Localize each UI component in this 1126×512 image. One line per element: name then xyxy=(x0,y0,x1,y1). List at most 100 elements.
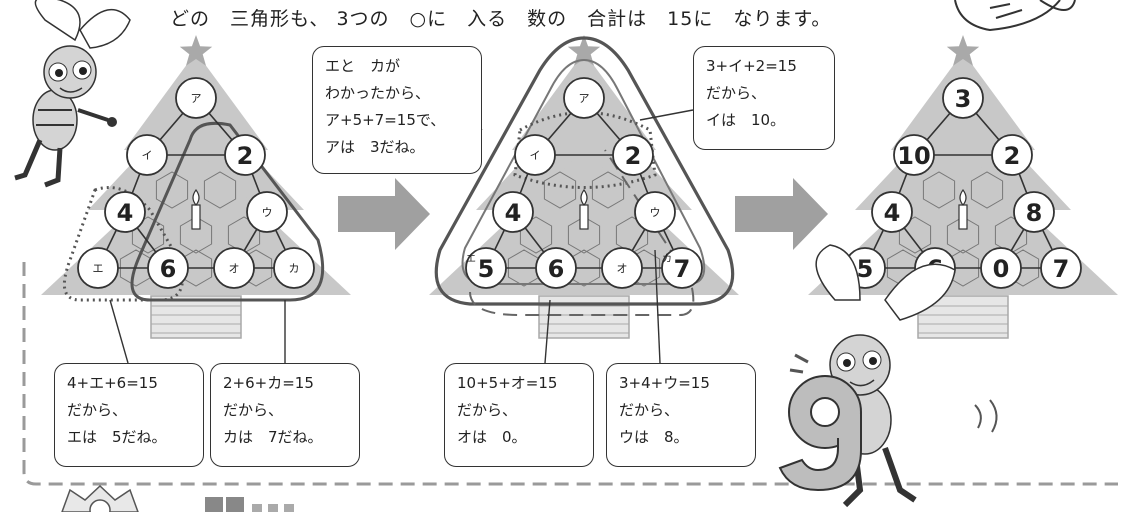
node-value: イ xyxy=(142,149,153,162)
callout-line: 10+5+オ=15 xyxy=(457,374,558,392)
puzzle-node: 3 xyxy=(942,77,984,119)
callout-pointer xyxy=(639,109,694,121)
puzzle-node: イ xyxy=(126,134,168,176)
node-value: ア xyxy=(191,92,202,105)
tree-pot xyxy=(150,295,242,339)
callout-bottom-3: 10+5+オ=15 だから、 オは 0。 xyxy=(444,363,594,467)
node-value: ウ xyxy=(650,206,661,219)
callout-line: 2+6+カ=15 xyxy=(223,374,314,392)
callout-line: だから、 xyxy=(706,84,767,102)
node-value: 10 xyxy=(897,142,930,170)
node-value: 2 xyxy=(237,142,254,170)
callout-line: イは 10。 xyxy=(706,111,786,129)
node-value: ウ xyxy=(262,206,273,219)
node-tag: エ xyxy=(466,254,476,265)
puzzle-node: ウ xyxy=(246,191,288,233)
puzzle-node: 8 xyxy=(1013,191,1055,233)
puzzle-node: 7 xyxy=(1040,247,1082,289)
callout-line: アは 3だね。 xyxy=(325,138,425,156)
callout-pointer xyxy=(654,249,661,364)
node-value: 3 xyxy=(955,85,972,113)
callout-line: ア+5+7=15で、 xyxy=(325,111,446,129)
callout-top-right: 3+イ+2=15 だから、 イは 10。 xyxy=(693,46,835,150)
puzzle-node: 2 xyxy=(612,134,654,176)
callout-top-left: エと カが わかったから、 ア+5+7=15で、 アは 3だね。 xyxy=(312,46,482,174)
instruction-text: どの 三角形も、 3つの ○に 入る 数の 合計は 15に なります。 xyxy=(170,8,832,30)
callout-line: 3+4+ウ=15 xyxy=(619,374,710,392)
node-value: 5 xyxy=(478,255,495,283)
callout-line: オは 0。 xyxy=(457,428,527,446)
node-value: 8 xyxy=(1026,199,1043,227)
node-value: 6 xyxy=(160,255,177,283)
puzzle-node: 7カ xyxy=(661,247,703,289)
node-value: 4 xyxy=(505,199,522,227)
christmas-tree xyxy=(808,35,1118,339)
callout-pointer xyxy=(109,299,129,364)
puzzle-node: 0 xyxy=(980,247,1022,289)
bee-tail-icon xyxy=(954,0,1076,32)
puzzle-node: 4 xyxy=(104,191,146,233)
candle-icon xyxy=(191,188,201,230)
callout-line: だから、 xyxy=(223,401,284,419)
callout-line: だから、 xyxy=(67,401,128,419)
node-value: 7 xyxy=(674,255,691,283)
puzzle-node: 6 xyxy=(535,247,577,289)
arrow-right-icon xyxy=(338,178,430,250)
callout-line: エと カが xyxy=(325,57,401,75)
callout-line: エは 5だね。 xyxy=(67,428,167,446)
node-value: オ xyxy=(229,262,240,275)
puzzle-node: 4 xyxy=(492,191,534,233)
callout-bottom-4: 3+4+ウ=15 だから、 ウは 8。 xyxy=(606,363,756,467)
puzzle-node: ア xyxy=(563,77,605,119)
highlight-triangle xyxy=(130,121,325,302)
callout-line: ウは 8。 xyxy=(619,428,689,446)
highlight-triangle xyxy=(513,111,657,189)
node-value: エ xyxy=(93,262,104,275)
callout-bottom-2: 2+6+カ=15 だから、 カは 7だね。 xyxy=(210,363,360,467)
number-nine-icon xyxy=(778,375,863,492)
candle-icon xyxy=(579,188,589,230)
tree-pot xyxy=(538,295,630,339)
node-tag: カ xyxy=(662,253,672,265)
highlight-triangle xyxy=(62,186,184,302)
callout-line: 3+イ+2=15 xyxy=(706,57,797,75)
node-value: 2 xyxy=(1004,142,1021,170)
star-icon xyxy=(567,35,601,66)
highlight-triangle xyxy=(434,36,735,306)
node-value: 5 xyxy=(857,255,874,283)
star-icon xyxy=(179,35,213,66)
node-value: イ xyxy=(530,149,541,162)
puzzle-node: イ xyxy=(514,134,556,176)
node-value: 2 xyxy=(625,142,642,170)
node-value: ア xyxy=(579,92,590,105)
puzzle-node: エ xyxy=(77,247,119,289)
node-value: 0 xyxy=(993,255,1010,283)
puzzle-node: ア xyxy=(175,77,217,119)
callout-line: だから、 xyxy=(619,401,680,419)
callout-bottom-1: 4+エ+6=15 だから、 エは 5だね。 xyxy=(54,363,204,467)
puzzle-node: 10 xyxy=(893,134,935,176)
callout-line: だから、 xyxy=(457,401,518,419)
highlight-triangle xyxy=(461,58,706,285)
node-value: 4 xyxy=(117,199,134,227)
callout-line: 4+エ+6=15 xyxy=(67,374,158,392)
callout-line: カは 7だね。 xyxy=(223,428,323,446)
puzzle-node: オ xyxy=(213,247,255,289)
callout-pointer xyxy=(544,299,551,364)
footer-heading-fragment xyxy=(205,497,294,512)
node-value: 7 xyxy=(1053,255,1070,283)
puzzle-node: 2 xyxy=(991,134,1033,176)
node-value: 4 xyxy=(884,199,901,227)
star-icon xyxy=(946,35,980,66)
puzzle-node: オ xyxy=(601,247,643,289)
node-value: オ xyxy=(617,262,628,275)
puzzle-node: 4 xyxy=(871,191,913,233)
puzzle-node: 5エ xyxy=(465,247,507,289)
flower-emblem-icon xyxy=(61,484,139,512)
arrow-right-icon xyxy=(735,178,828,250)
puzzle-node: カ xyxy=(273,247,315,289)
puzzle-node: 6 xyxy=(147,247,189,289)
dashed-frame xyxy=(22,262,1118,486)
candle-icon xyxy=(958,188,968,230)
